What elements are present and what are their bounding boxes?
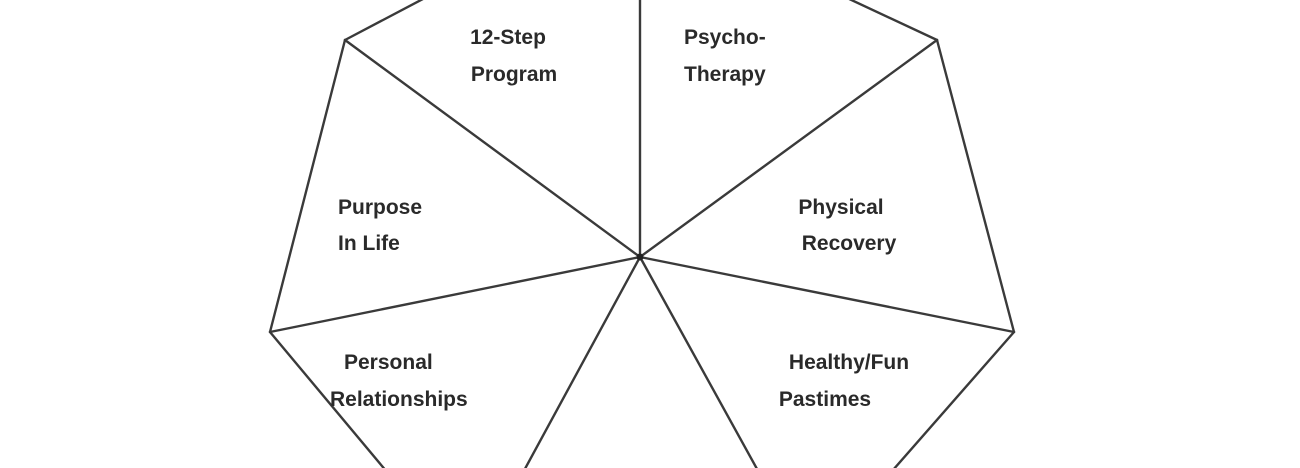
- spoke-lower-left: [524, 255, 642, 468]
- outline-edge-upper-right: [935, 38, 1016, 334]
- outline-edge-lower-left: [268, 330, 386, 468]
- spoke-lower-right: [638, 255, 758, 468]
- outline-edge-top-left: [343, 0, 424, 42]
- wheel-spokes: [268, 0, 1016, 468]
- wheel-center-dot: [636, 253, 644, 261]
- spoke-upper-left: [343, 38, 642, 259]
- segment-label-healthy-fun-pastimes: Healthy/Fun Pastimes: [779, 351, 909, 411]
- segment-label-personal-relationships: Personal Relationships: [330, 351, 468, 411]
- outline-edge-upper-left: [268, 38, 347, 334]
- segment-label-line: In Life: [338, 232, 400, 255]
- segment-label-twelve-step: 12-Step Program: [470, 26, 557, 86]
- segment-label-line: Healthy/Fun: [789, 351, 909, 374]
- segment-label-line: Purpose: [338, 196, 422, 219]
- segment-label-line: Physical: [798, 196, 883, 219]
- spoke-left: [268, 255, 642, 334]
- segment-label-purpose-in-life: Purpose In Life: [338, 196, 422, 255]
- segment-label-line: 12-Step: [470, 26, 546, 49]
- segment-label-line: Personal: [344, 351, 433, 374]
- segment-label-line: Pastimes: [779, 388, 871, 411]
- wheel-outline: [268, 0, 1016, 468]
- segment-label-line: Relationships: [330, 388, 468, 411]
- segment-label-physical-recovery: Physical Recovery: [798, 196, 896, 255]
- spoke-right: [638, 255, 1016, 334]
- segment-label-psychotherapy: Psycho- Therapy: [684, 26, 766, 86]
- segment-label-line: Psycho-: [684, 26, 766, 49]
- outline-edge-lower-right: [893, 330, 1016, 468]
- spoke-upper-right: [638, 38, 939, 259]
- segment-label-line: Recovery: [802, 232, 897, 255]
- segment-label-line: Therapy: [684, 63, 766, 86]
- segment-label-line: Program: [471, 63, 557, 86]
- outline-edge-top-right: [848, 0, 939, 42]
